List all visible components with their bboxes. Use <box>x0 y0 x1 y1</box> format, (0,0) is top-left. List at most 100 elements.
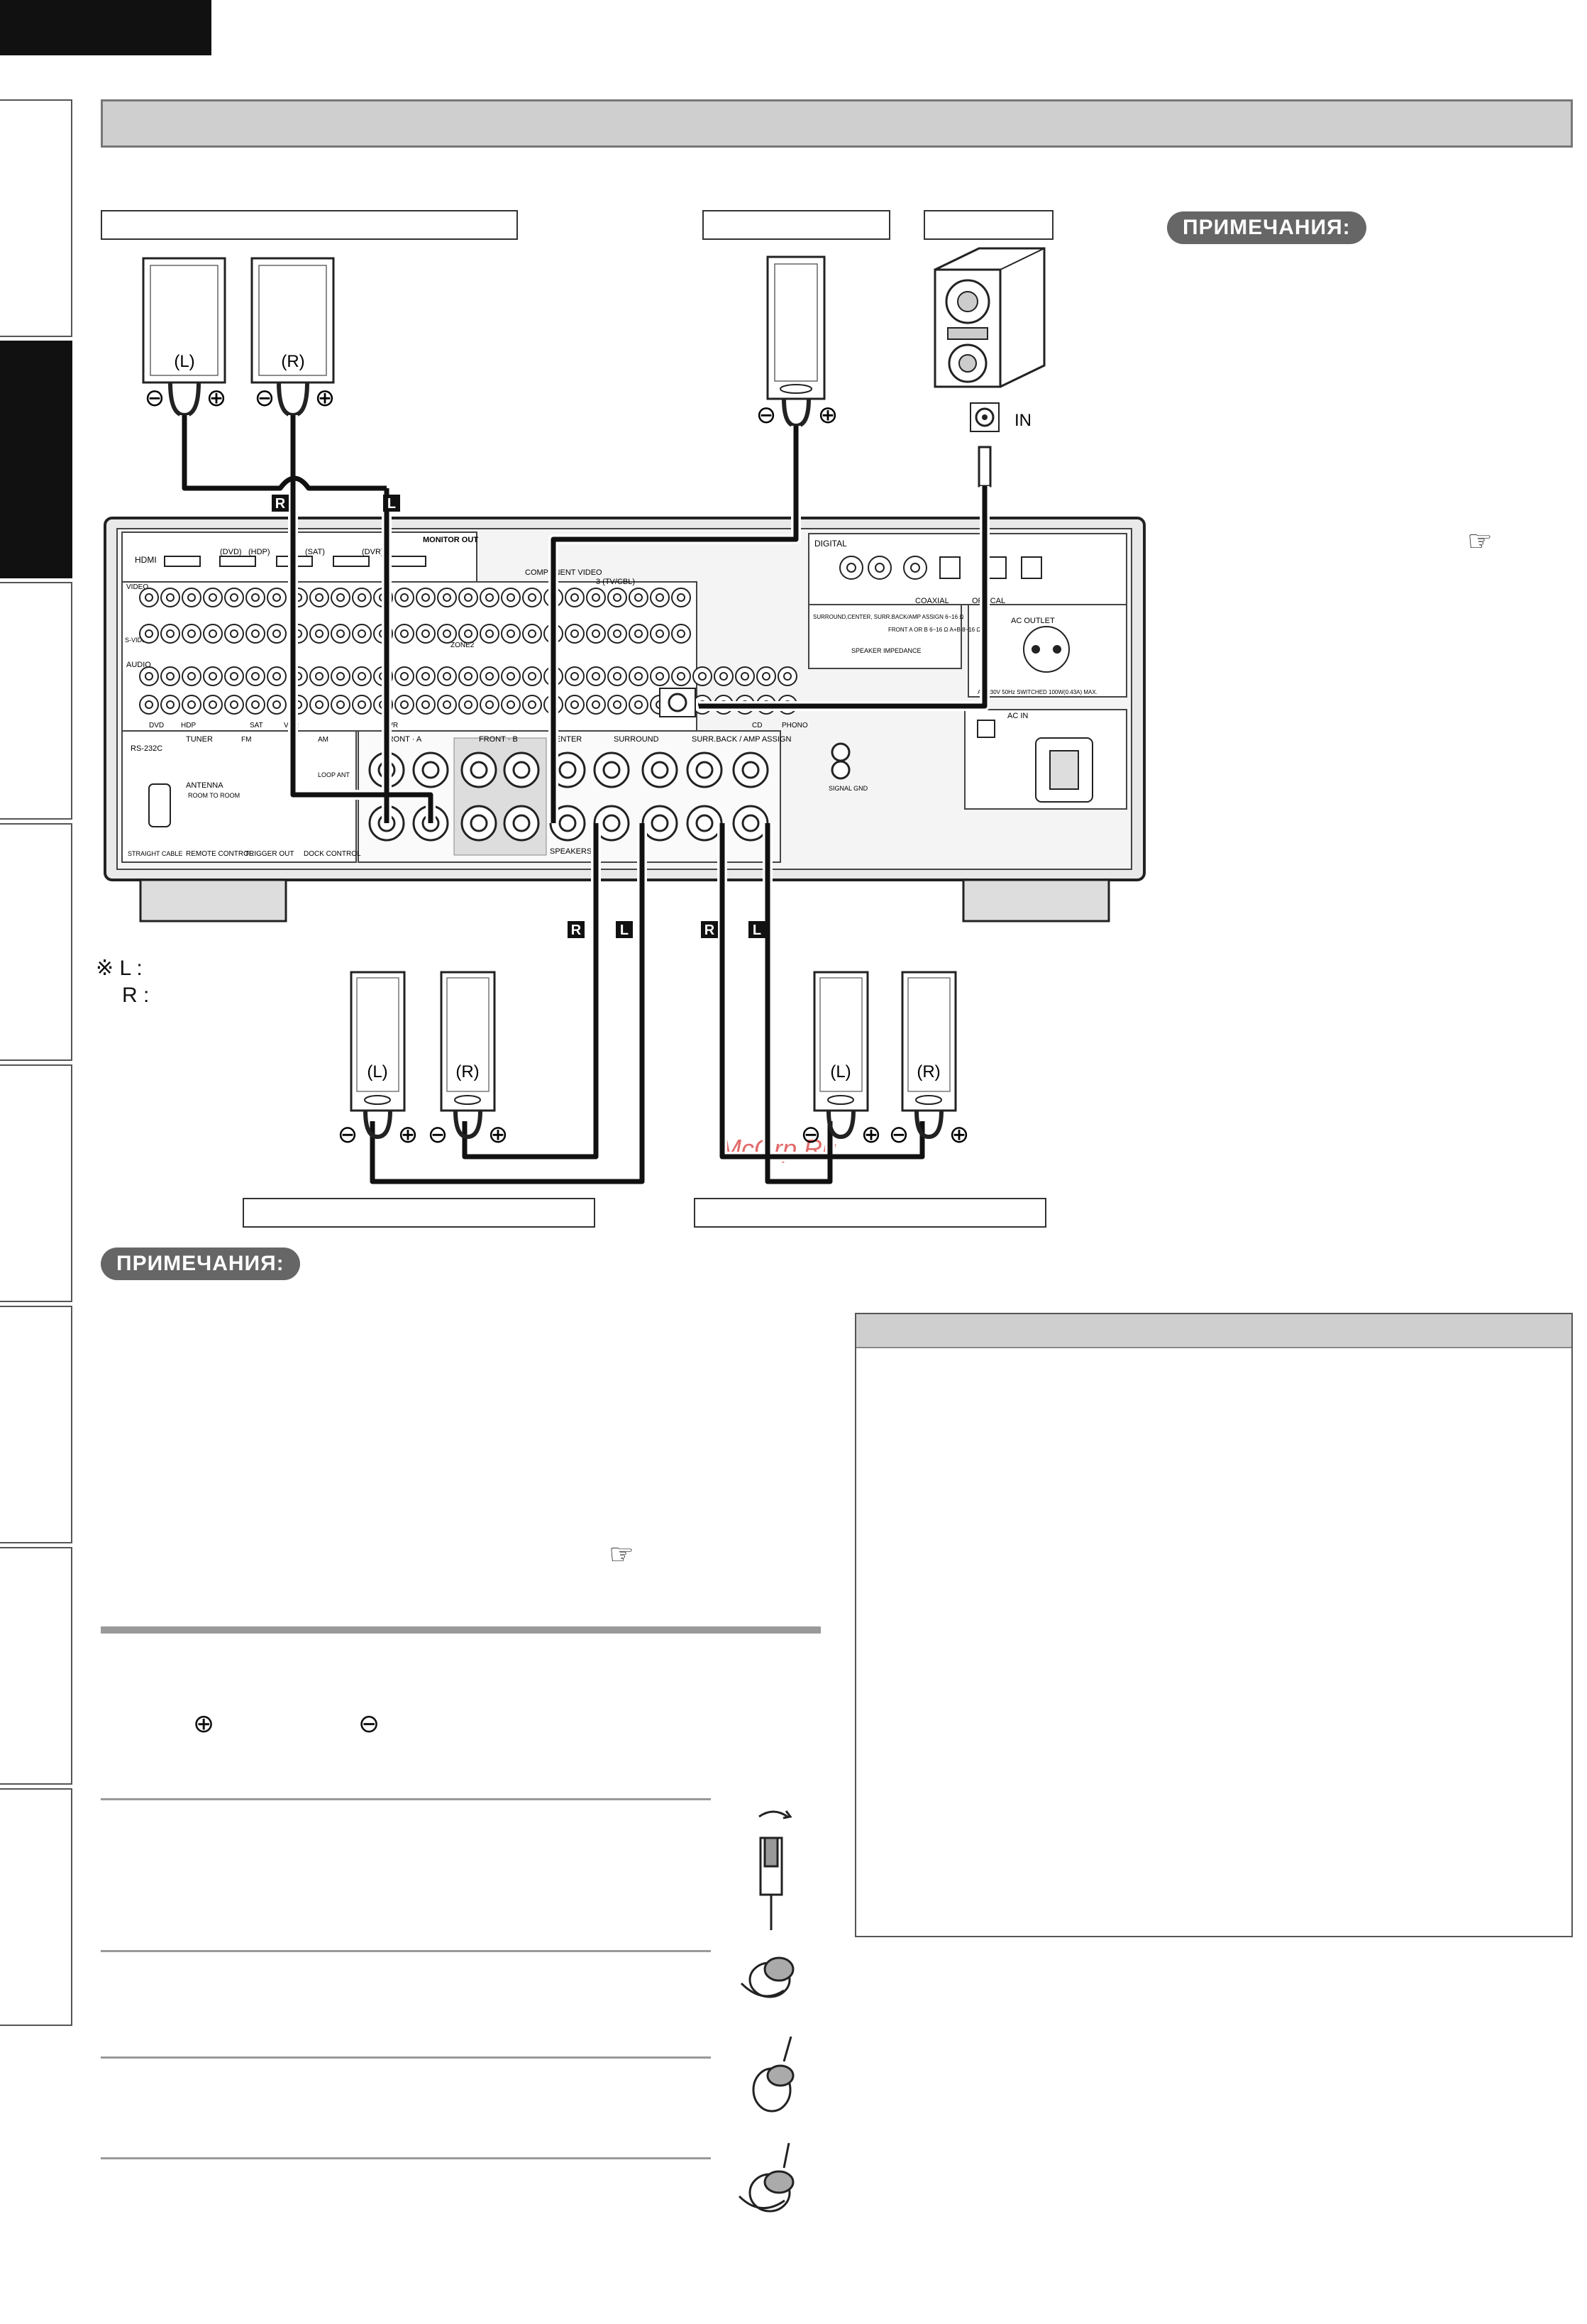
section-divider <box>101 1626 821 1634</box>
rca-jack-center <box>421 672 430 681</box>
tag-top-r: R <box>275 496 286 512</box>
rca-jack-center <box>315 593 324 602</box>
tag-back-l: L <box>753 923 761 938</box>
lbl-tuner: TUNER <box>186 735 213 744</box>
front-speakers-label-box <box>101 210 518 240</box>
rca-jack-center <box>656 672 664 681</box>
lbl-audio: AUDIO <box>126 661 151 669</box>
rca-jack-center <box>251 700 260 709</box>
side-tab-2-active[interactable] <box>0 341 72 578</box>
lbl-tvcbl: 3 (TV/CBL) <box>596 578 635 586</box>
lbl-dock: DOCK CONTROL <box>304 850 361 858</box>
lbl-monitor-out: MONITOR OUT <box>423 536 478 544</box>
front-right-minus: ⊖ <box>255 385 275 412</box>
back-right-port <box>915 1095 942 1105</box>
side-tab-4[interactable] <box>0 823 72 1061</box>
lbl-fm: FM <box>241 736 251 744</box>
rca-jack-center <box>656 593 664 602</box>
rca-jack-center <box>251 672 260 681</box>
legend-mark: ※ <box>96 957 114 980</box>
side-tab-8[interactable] <box>0 1788 72 2026</box>
rca-jack-center <box>272 629 281 638</box>
rca-jack-center <box>698 672 707 681</box>
side-tab-3[interactable] <box>0 582 72 820</box>
wire-strip-illustration <box>758 1810 792 1930</box>
center-minus: ⊖ <box>756 402 777 429</box>
back-left-grille <box>819 977 863 1092</box>
surround-left-cabinet <box>350 971 406 1112</box>
rca-jack-center <box>507 629 515 638</box>
rca-jack-center <box>443 672 451 681</box>
rca-jack-center <box>613 700 621 709</box>
lbl-room: ROOM TO ROOM <box>188 792 240 799</box>
rca-jack-center <box>634 700 643 709</box>
rca-jack-center <box>315 700 324 709</box>
rca-jack-center <box>421 700 430 709</box>
step-3-divider <box>101 2056 711 2059</box>
rca-jack-center <box>336 700 345 709</box>
lbl-antenna: ANTENNA <box>186 781 223 790</box>
rca-jack-center <box>145 672 153 681</box>
lbl-trigger: TRIGGER OUT <box>245 850 294 858</box>
lbl-coaxial: COAXIAL <box>915 597 949 605</box>
rca-jack-center <box>677 629 685 638</box>
side-tab-7[interactable] <box>0 1547 72 1785</box>
rca-jack-center <box>421 593 430 602</box>
rca-jack-center <box>358 593 366 602</box>
lbl-ac-rating: AC 230V 50Hz SWITCHED 100W(0.43A) MAX. <box>978 689 1097 695</box>
side-tab-6[interactable] <box>0 1306 72 1543</box>
rca-jack-center <box>592 593 600 602</box>
rca-jack-center <box>677 672 685 681</box>
lbl-hdmi: HDMI <box>135 555 157 565</box>
lbl-hdmi-dvd: (DVD) <box>220 548 242 556</box>
rca-jack-center <box>358 672 366 681</box>
rca-jack-center <box>677 593 685 602</box>
rca-jack-center <box>634 629 643 638</box>
legend: ※ L : <box>96 955 143 982</box>
rca-jack-center <box>315 629 324 638</box>
lbl-hdp: HDP <box>181 722 196 729</box>
step-2-divider <box>101 1950 711 1952</box>
lbl-front-b: FRONT · B <box>479 735 518 744</box>
rca-jack-center <box>613 629 621 638</box>
rca-jack-center <box>358 700 366 709</box>
lbl-loop: LOOP ANT <box>318 771 350 778</box>
rca-jack-center <box>272 672 281 681</box>
center-speaker: ⊖ ⊕ <box>756 255 838 429</box>
back-right-minus: ⊖ <box>889 1121 909 1148</box>
subwoofer-label-box <box>924 210 1054 240</box>
side-tab-1[interactable] <box>0 99 72 337</box>
lbl-phono: PHONO <box>782 722 808 729</box>
rca-jack-center <box>187 700 196 709</box>
lbl-video: VIDEO <box>126 583 148 591</box>
rca-jack-center <box>528 593 536 602</box>
back-right-wire-loop <box>914 1110 944 1140</box>
rca-jack-center <box>315 672 324 681</box>
rca-jack-center <box>741 672 749 681</box>
rca-jack-center <box>187 629 196 638</box>
rca-jack-center <box>145 593 153 602</box>
rca-jack-center <box>443 629 451 638</box>
rca-jack-center <box>570 629 579 638</box>
plus-symbol: ⊕ <box>193 1709 215 1738</box>
rca-jack-center <box>762 672 770 681</box>
rca-jack-center <box>166 672 175 681</box>
rca-jack-center <box>443 593 451 602</box>
side-tab-5[interactable] <box>0 1064 72 1302</box>
corner-block <box>0 0 211 55</box>
rca-jack-center <box>592 700 600 709</box>
lbl-surr-back: SURR.BACK / AMP ASSIGN <box>692 735 791 744</box>
lbl-ac-in: AC IN <box>1007 712 1028 720</box>
rca-jack-center <box>145 629 153 638</box>
rca-jack-center <box>230 629 238 638</box>
lbl-speaker-imp: SPEAKER IMPEDANCE <box>851 647 922 654</box>
surround-back-speakers-label-box <box>694 1198 1046 1228</box>
lbl-dvd: DVD <box>149 722 164 729</box>
rca-jack-center <box>464 593 472 602</box>
rca-jack-center <box>485 700 494 709</box>
lbl-svideo: S-VIDEO <box>125 637 151 644</box>
rca-jack-center <box>528 672 536 681</box>
rca-jack-center <box>570 672 579 681</box>
surround-left-wire-loop <box>363 1110 392 1140</box>
pointing-hand-icon: ☞ <box>1467 526 1493 557</box>
